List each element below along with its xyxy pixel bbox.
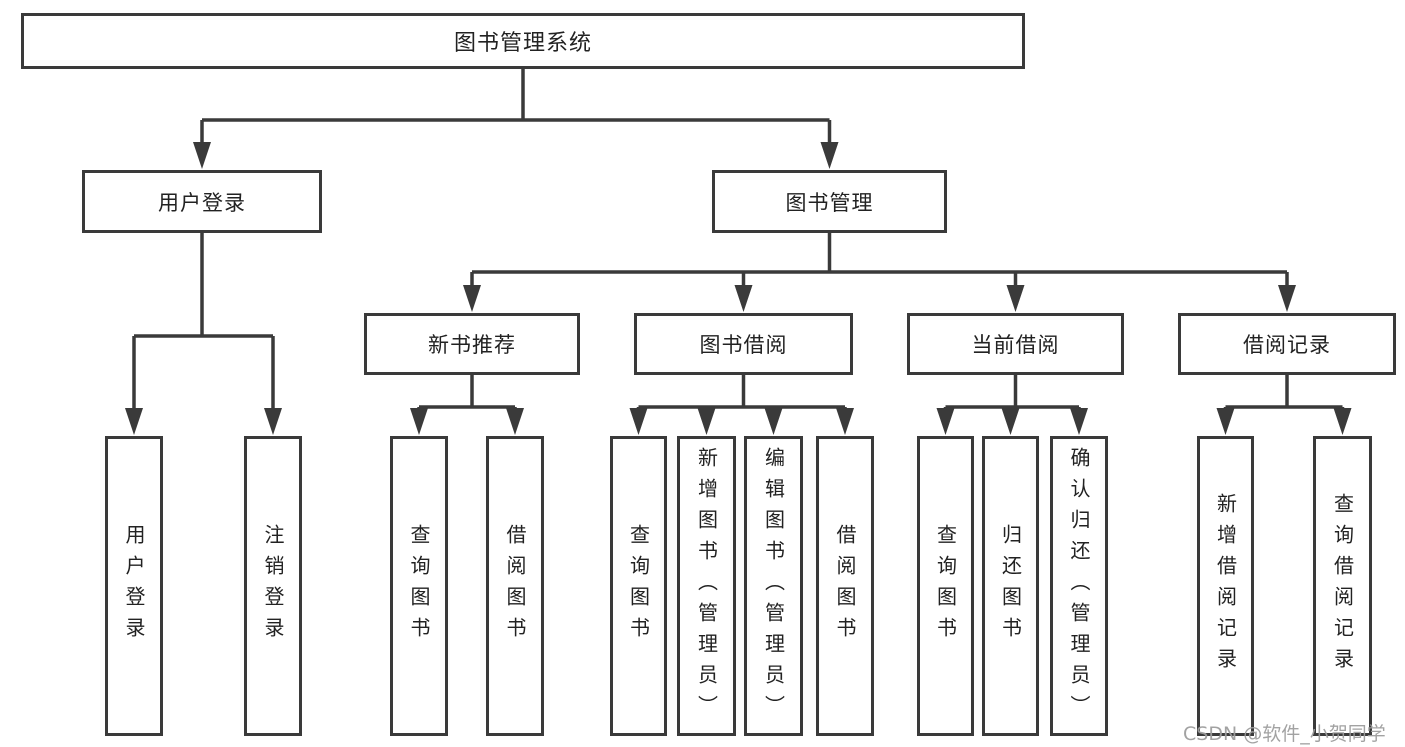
node-login-user-login: 用户登录 — [105, 436, 163, 736]
node-book-borrow-label: 图书借阅 — [699, 333, 788, 357]
node-records-add-record-label: 新增借阅记录 — [1213, 493, 1238, 679]
node-current-confirm-return-admin: 确认归还（管理员） — [1050, 436, 1108, 736]
node-borrow-borrow-books-label: 借阅图书 — [833, 524, 857, 648]
node-book-management-label: 图书管理 — [785, 190, 874, 215]
node-borrow-add-books-admin: 新增图书（管理员） — [677, 436, 736, 736]
node-borrow-borrow-books: 借阅图书 — [816, 436, 874, 736]
node-borrow-records-label: 借阅记录 — [1243, 333, 1331, 357]
node-current-confirm-return-admin-label: 确认归还（管理员） — [1067, 446, 1091, 726]
csdn-watermark: CSDN @软件_小贺同学 — [1183, 723, 1386, 745]
node-current-return-books: 归还图书 — [982, 436, 1039, 736]
node-login-logout: 注销登录 — [244, 436, 302, 736]
node-recommend-borrow-books-label: 借阅图书 — [503, 524, 527, 648]
node-current-query-books-label: 查询图书 — [933, 524, 958, 648]
node-records-query-record: 查询借阅记录 — [1313, 436, 1372, 736]
node-borrow-query-books-label: 查询图书 — [626, 524, 651, 648]
connector-current-to-children — [936, 375, 1088, 435]
connector-management-to-sections — [463, 233, 1296, 312]
node-root: 图书管理系统 — [21, 13, 1025, 69]
node-root-label: 图书管理系统 — [453, 31, 592, 56]
node-borrow-edit-books-admin: 编辑图书（管理员） — [744, 436, 803, 736]
node-current-borrow-label: 当前借阅 — [971, 333, 1060, 357]
node-login-logout-label: 注销登录 — [261, 524, 285, 648]
node-user-login-label: 用户登录 — [158, 190, 246, 215]
node-recommend-query-books: 查询图书 — [390, 436, 448, 736]
node-book-management: 图书管理 — [712, 170, 947, 233]
node-current-borrow: 当前借阅 — [907, 313, 1124, 375]
node-new-book-recommend-label: 新书推荐 — [428, 333, 516, 357]
connector-borrow-to-children — [629, 375, 854, 435]
node-borrow-records: 借阅记录 — [1178, 313, 1396, 375]
node-book-borrow: 图书借阅 — [634, 313, 853, 375]
node-borrow-edit-books-admin-label: 编辑图书（管理员） — [761, 446, 786, 726]
connector-login-to-children — [125, 233, 282, 435]
node-user-login: 用户登录 — [82, 170, 322, 233]
connector-recommend-to-children — [410, 375, 524, 435]
node-borrow-query-books: 查询图书 — [610, 436, 667, 736]
connector-root-to-children — [193, 69, 839, 169]
node-recommend-borrow-books: 借阅图书 — [486, 436, 544, 736]
node-recommend-query-books-label: 查询图书 — [407, 524, 431, 648]
connector-records-to-children — [1216, 375, 1352, 435]
node-records-query-record-label: 查询借阅记录 — [1330, 493, 1355, 679]
node-new-book-recommend: 新书推荐 — [364, 313, 580, 375]
node-login-user-login-label: 用户登录 — [122, 524, 146, 648]
node-records-add-record: 新增借阅记录 — [1197, 436, 1254, 736]
node-borrow-add-books-admin-label: 新增图书（管理员） — [694, 446, 719, 726]
node-current-return-books-label: 归还图书 — [998, 524, 1023, 648]
node-current-query-books: 查询图书 — [917, 436, 974, 736]
